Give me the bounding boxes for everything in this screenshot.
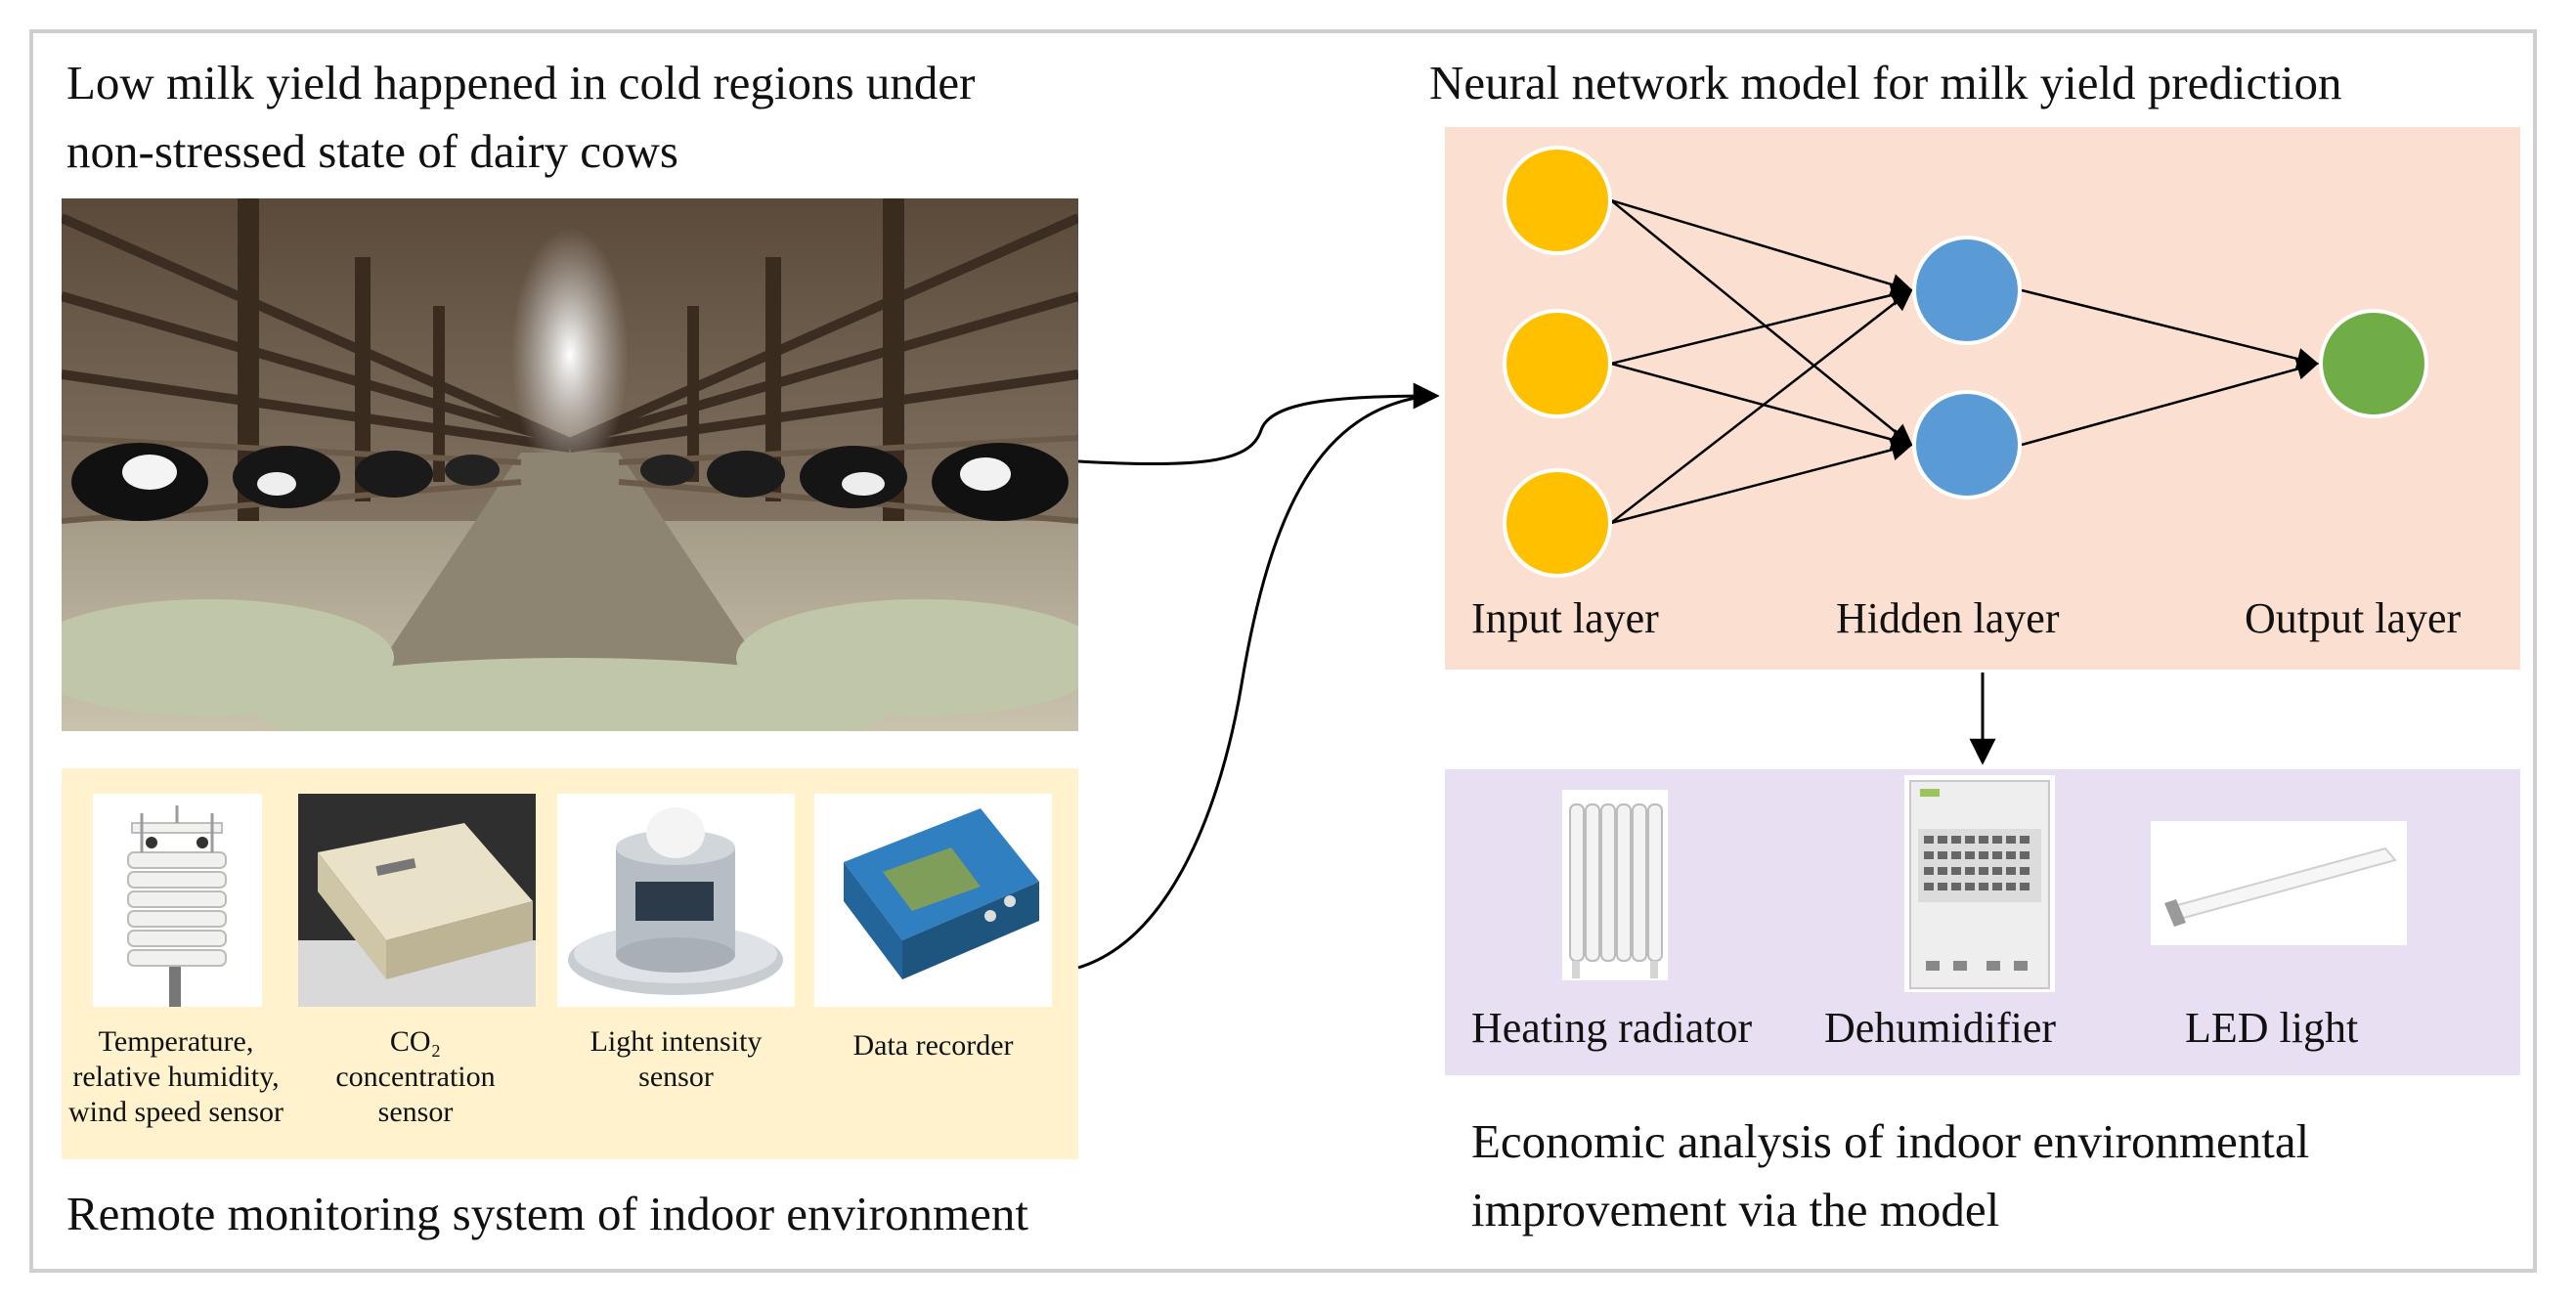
economic-title-line2: improvement via the model xyxy=(1471,1183,2000,1237)
heating-radiator-icon xyxy=(1562,790,1668,980)
device-label-radiator: Heating radiator xyxy=(1471,1004,1753,1052)
left-title-line2: non-stressed state of dairy cows xyxy=(66,124,678,178)
co2-sensor-icon xyxy=(298,794,536,1007)
arrow-barn-to-model xyxy=(1077,382,1440,466)
arrow-sensors-to-model xyxy=(1077,394,1428,970)
dehumidifier-icon xyxy=(1904,775,2055,992)
economic-title-line1: Economic analysis of indoor environmenta… xyxy=(1471,1114,2310,1168)
sensor-label-recorder: Data recorder xyxy=(814,1028,1052,1063)
data-recorder-icon xyxy=(814,794,1052,1007)
hidden-layer-label: Hidden layer xyxy=(1836,594,2060,642)
edge-h2-o1 xyxy=(2021,358,2320,447)
nn-title: Neural network model for milk yield pred… xyxy=(1429,56,2342,109)
edge-i3-h1 xyxy=(1610,288,1913,524)
weather-label-line3: wind speed sensor xyxy=(68,1096,284,1128)
barn-photo-drawing xyxy=(62,198,1078,731)
co2-label-line1: CO₂ xyxy=(389,1025,442,1058)
input-node-2 xyxy=(1503,309,1612,418)
input-node-3 xyxy=(1503,468,1612,578)
edge-h1-o1 xyxy=(2021,288,2320,370)
led-light-icon xyxy=(2151,821,2407,945)
light-label-line2: sensor xyxy=(638,1061,714,1093)
output-layer-label: Output layer xyxy=(2245,594,2462,642)
monitoring-title: Remote monitoring system of indoor envir… xyxy=(66,1187,1028,1240)
input-node-1 xyxy=(1503,146,1612,255)
co2-label-line2: concentration xyxy=(335,1061,496,1093)
weather-sensor-icon xyxy=(93,794,262,1007)
device-label-dehumidifier: Dehumidifier xyxy=(1824,1004,2057,1052)
weather-label-line2: relative humidity, xyxy=(72,1061,280,1093)
sensor-label-light: Light intensity sensor xyxy=(557,1024,795,1095)
hidden-node-2 xyxy=(1912,390,2022,499)
recorder-label-line1: Data recorder xyxy=(852,1029,1014,1062)
co2-label-line3: sensor xyxy=(377,1096,454,1128)
edge-i1-h1 xyxy=(1610,198,1914,295)
edge-i1-h2 xyxy=(1610,199,1913,447)
left-title-line1: Low milk yield happened in cold regions … xyxy=(66,56,976,109)
sensor-label-weather: Temperature, relative humidity, wind spe… xyxy=(63,1024,289,1130)
edge-i2-h1 xyxy=(1610,283,1914,366)
device-label-led: LED light xyxy=(2185,1004,2359,1052)
weather-label-line1: Temperature, xyxy=(98,1025,254,1058)
hidden-node-1 xyxy=(1912,236,2022,345)
sensor-label-co2: CO₂ concentration sensor xyxy=(313,1024,518,1130)
edge-i3-h2 xyxy=(1610,439,1914,525)
light-sensor-icon xyxy=(557,794,795,1007)
edge-i2-h2 xyxy=(1610,362,1914,451)
output-node-1 xyxy=(2319,309,2428,418)
input-layer-label: Input layer xyxy=(1471,594,1659,642)
dairy-barn-photo xyxy=(62,198,1078,731)
light-label-line1: Light intensity xyxy=(589,1025,763,1058)
outer-frame xyxy=(29,29,2537,1273)
